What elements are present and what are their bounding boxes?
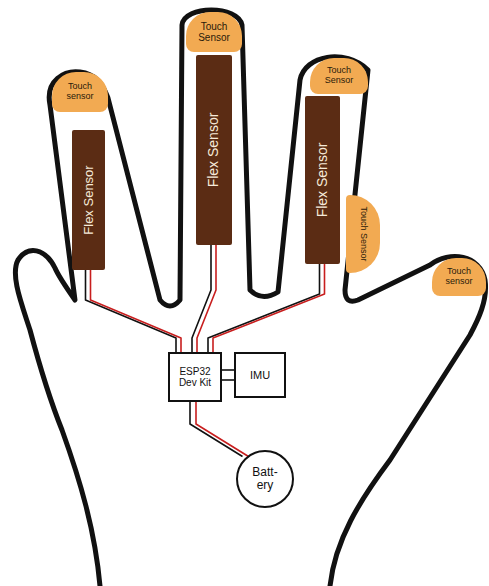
imu-box: IMU <box>234 352 286 398</box>
node-label: IMU <box>238 369 282 381</box>
touch-sensor: Touch Sensor <box>186 12 242 52</box>
flex-sensor: Flex Sensor <box>305 96 340 264</box>
node-label: Touch Sensor <box>314 66 364 86</box>
wire <box>86 270 182 352</box>
wire <box>222 370 234 380</box>
touch-sensor: Touch Sensor <box>346 195 380 273</box>
hand-outline <box>15 10 485 586</box>
flex-sensor: Flex Sensor <box>72 130 105 270</box>
touch-sensor: Touch sensor <box>52 72 108 112</box>
flex-sensor: Flex Sensor <box>196 55 232 245</box>
node-label: Flex Sensor <box>81 135 95 265</box>
wire <box>91 270 182 352</box>
wire <box>192 245 211 352</box>
node-label: Batt- ery <box>248 466 282 492</box>
wire <box>213 264 325 352</box>
wire <box>222 379 234 381</box>
touch-sensor: Touch Sensor <box>310 58 368 94</box>
wire <box>190 402 248 456</box>
battery-circle: Batt- ery <box>236 450 294 508</box>
node-label: ESP32 Dev Kit <box>172 366 218 388</box>
wire <box>208 264 325 352</box>
node-label: Flex Sensor <box>206 60 221 240</box>
node-label: Touch sensor <box>56 82 104 102</box>
wire <box>208 264 320 352</box>
wire <box>86 270 177 352</box>
wire <box>222 369 234 371</box>
microcontroller-box: ESP32 Dev Kit <box>168 352 222 402</box>
node-label: Touch sensor <box>436 267 482 287</box>
touch-sensor: Touch sensor <box>432 258 486 296</box>
node-label: Touch Sensor <box>190 21 238 43</box>
wire <box>196 402 248 456</box>
node-label: Flex Sensor <box>315 100 330 260</box>
node-label: Touch Sensor <box>358 199 368 269</box>
